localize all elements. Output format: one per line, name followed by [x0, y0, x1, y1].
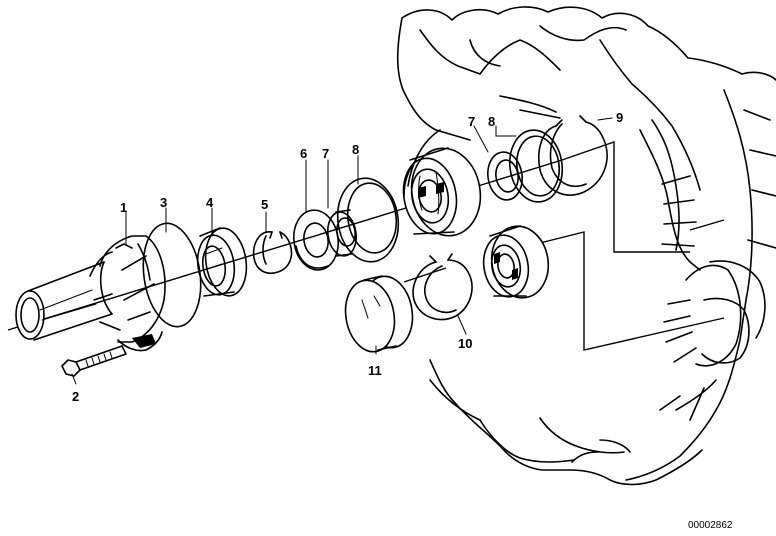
callout-label: 6: [300, 146, 307, 161]
spacer-part-7-left: [327, 209, 357, 257]
document-number: 00002862: [688, 520, 733, 531]
callout-labels: 1 2 3 4 5 6 7 8 7 8 9 10 11: [72, 110, 623, 404]
callout-label: 7: [322, 146, 329, 161]
cap-part: [344, 275, 414, 353]
ball-bearing-lower: [482, 225, 550, 299]
callout-label: 2: [72, 389, 79, 404]
leader-lines: [71, 117, 613, 385]
shim-large-part-8-right: [508, 129, 564, 203]
shaft-seal-part: [196, 227, 248, 297]
callout-label: 11: [368, 363, 382, 378]
callout-label: 9: [616, 110, 623, 125]
shim-large-part-8-left: [336, 177, 400, 263]
callout-label: 8: [488, 114, 495, 129]
shim-part: [293, 209, 339, 271]
circlip-part-9: [538, 115, 608, 196]
o-ring-part: [142, 222, 202, 328]
snap-ring-part: [412, 253, 473, 321]
transmission-housing: [396, 6, 776, 486]
callout-label: 4: [206, 195, 214, 210]
callout-label: 10: [458, 336, 472, 351]
bolt-part: [61, 345, 127, 377]
callout-label: 3: [160, 195, 167, 210]
circlip-part-5: [252, 231, 293, 274]
callout-label: 7: [468, 114, 475, 129]
callout-label: 1: [120, 200, 127, 215]
callout-label: 8: [352, 142, 359, 157]
guide-tube-part: [15, 235, 166, 352]
callout-label: 5: [261, 197, 268, 212]
ball-bearing-upper: [402, 147, 482, 237]
